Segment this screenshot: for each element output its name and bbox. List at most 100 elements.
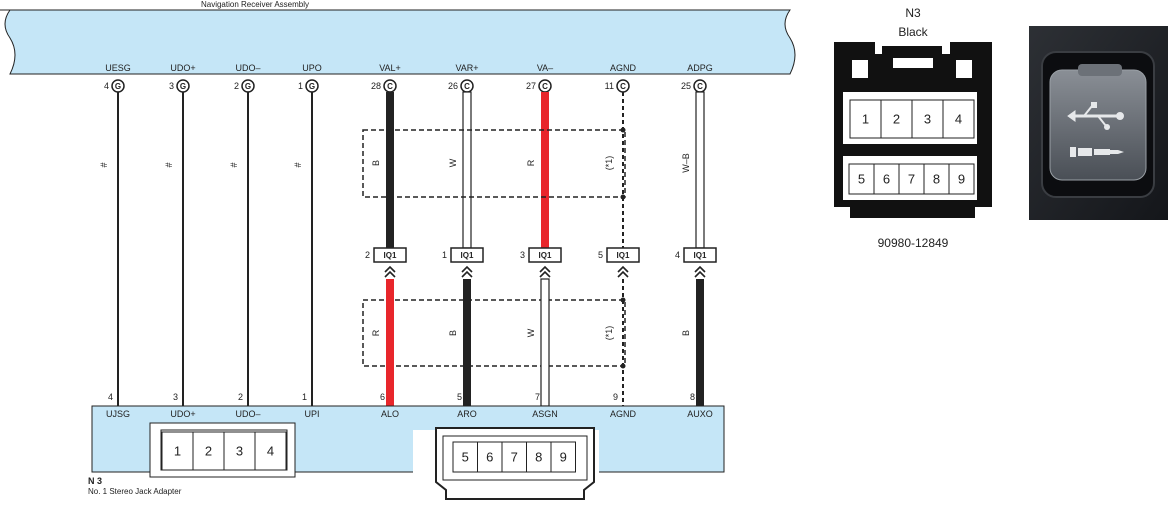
upper-wire-6 <box>462 91 472 249</box>
junction-box-4 <box>606 247 640 263</box>
connector-view-part-number: 90980-12849 <box>878 236 949 250</box>
receiver-pin-type-26: C <box>464 82 470 91</box>
upper-wire-label-5: B <box>371 160 381 166</box>
view-bottom-cell-label-9: 9 <box>958 172 965 187</box>
upper-wire-label-3: # <box>229 162 239 167</box>
adapter-pin-number-2: 2 <box>238 392 243 402</box>
upper-wire-label-2: # <box>164 162 174 167</box>
receiver-pin-type-11: C <box>620 82 626 91</box>
junction-pin-number-5: 4 <box>675 250 680 260</box>
junction-chevron <box>384 265 396 273</box>
adapter-pin-number-5: 5 <box>457 392 462 402</box>
junction-chevron <box>617 270 629 278</box>
upper-shield-box <box>362 129 626 198</box>
receiver-pin-name-agnd: AGND <box>610 63 637 73</box>
adapter-right-cell-7 <box>501 441 527 473</box>
upper-wire-label-7: R <box>526 159 536 166</box>
view-top-cell-label-3: 3 <box>924 112 931 127</box>
connector-view-left-notch <box>852 60 868 78</box>
junction-name-4: IQ1 <box>617 251 630 260</box>
lower-wire-9 <box>696 279 704 406</box>
junction-pin-number-3: 3 <box>520 250 525 260</box>
lower-wires <box>386 278 704 407</box>
view-top-cell-3 <box>911 99 944 139</box>
receiver-pin-type-3: G <box>180 82 186 91</box>
receiver-pin-type-4: G <box>115 82 121 91</box>
view-top-cell-4 <box>942 99 975 139</box>
connector-view-right-notch <box>956 60 972 78</box>
receiver-pin-type-25: C <box>697 82 703 91</box>
upper-wire-label-1: # <box>99 162 109 167</box>
receiver-pin-name-var-: VAR+ <box>455 63 478 73</box>
port-cover <box>1049 69 1147 181</box>
view-bottom-cell-5 <box>848 163 875 195</box>
receiver-title: Navigation Receiver Assembly <box>201 0 309 9</box>
junction-pin-number-1: 2 <box>365 250 370 260</box>
lower-wire-label-5: B <box>681 330 691 336</box>
junction-name-5: IQ1 <box>694 251 707 260</box>
view-bottom-cell-label-5: 5 <box>858 172 865 187</box>
receiver-pin-number-11: 11 <box>605 81 614 91</box>
junction-box-3 <box>528 247 562 263</box>
cover-hinge <box>1078 64 1122 76</box>
view-bottom-cell-label-7: 7 <box>908 172 915 187</box>
receiver-pin-type-1: G <box>309 82 315 91</box>
receiver-pin-number-1: 1 <box>298 81 303 91</box>
view-bottom-cell-9 <box>948 163 975 195</box>
junction-chevron <box>461 265 473 273</box>
upper-wire-label-8: (*1) <box>604 156 614 171</box>
adapter-pin-name-auxo: AUXO <box>687 409 713 419</box>
adapter-pin-number-9: 9 <box>613 392 618 402</box>
receiver-pin-type-27: C <box>542 82 548 91</box>
adapter-left-cell-1 <box>161 431 194 471</box>
adapter-code: N 3 <box>88 476 102 486</box>
upper-wire-7 <box>541 92 549 248</box>
adapter-pin-number-6: 6 <box>380 392 385 402</box>
junction-box-2 <box>450 247 484 263</box>
usb-aux-port-photo <box>1029 26 1168 220</box>
connector-view-top-slot <box>893 58 933 68</box>
upper-wire-label-6: W <box>448 158 458 167</box>
adapter-right-cell-label-6: 6 <box>486 450 493 465</box>
receiver-bus <box>0 9 796 75</box>
adapter-pin-name-agnd: AGND <box>610 409 637 419</box>
lower-wire-label-4: (*1) <box>604 326 614 341</box>
adapter-name: No. 1 Stereo Jack Adapter <box>88 487 182 496</box>
junction-chevron <box>461 270 473 278</box>
receiver-pin-type-28: C <box>387 82 393 91</box>
receiver-pin-number-27: 27 <box>526 81 536 91</box>
view-bottom-cell-label-8: 8 <box>933 172 940 187</box>
connector-view-code: N3 <box>905 6 921 20</box>
receiver-pin-name-upo: UPO <box>302 63 322 73</box>
adapter-left-cell-label-2: 2 <box>205 444 212 459</box>
view-top-cell-label-1: 1 <box>862 112 869 127</box>
junction-chevron <box>694 265 706 273</box>
view-top-cell-label-4: 4 <box>955 112 962 127</box>
receiver-pin-number-28: 28 <box>371 81 381 91</box>
view-top-cell-label-2: 2 <box>893 112 900 127</box>
adapter-left-cell-4 <box>254 431 287 471</box>
receiver-pin-name-va-: VA– <box>537 63 553 73</box>
adapter-right-cell-label-8: 8 <box>535 450 542 465</box>
receiver-pin-name-uesg: UESG <box>105 63 131 73</box>
upper-wire-5 <box>386 92 394 248</box>
junction-name-3: IQ1 <box>539 251 552 260</box>
adapter-pin-number-3: 3 <box>173 392 178 402</box>
upper-wire-9 <box>695 91 705 249</box>
receiver-pin-name-adpg: ADPG <box>687 63 713 73</box>
junction-chevron <box>539 270 551 278</box>
usb-icon <box>1067 102 1124 130</box>
receiver-pin-number-2: 2 <box>234 81 239 91</box>
adapter-pin-name-alo: ALO <box>381 409 399 419</box>
receiver-pin-name-val-: VAL+ <box>379 63 401 73</box>
junction-chevron <box>617 265 629 273</box>
upper-wire-label-4: # <box>293 162 303 167</box>
lower-shield-box <box>362 299 626 367</box>
junction-box-1 <box>373 247 407 263</box>
adapter-right-cell-5 <box>452 441 478 473</box>
